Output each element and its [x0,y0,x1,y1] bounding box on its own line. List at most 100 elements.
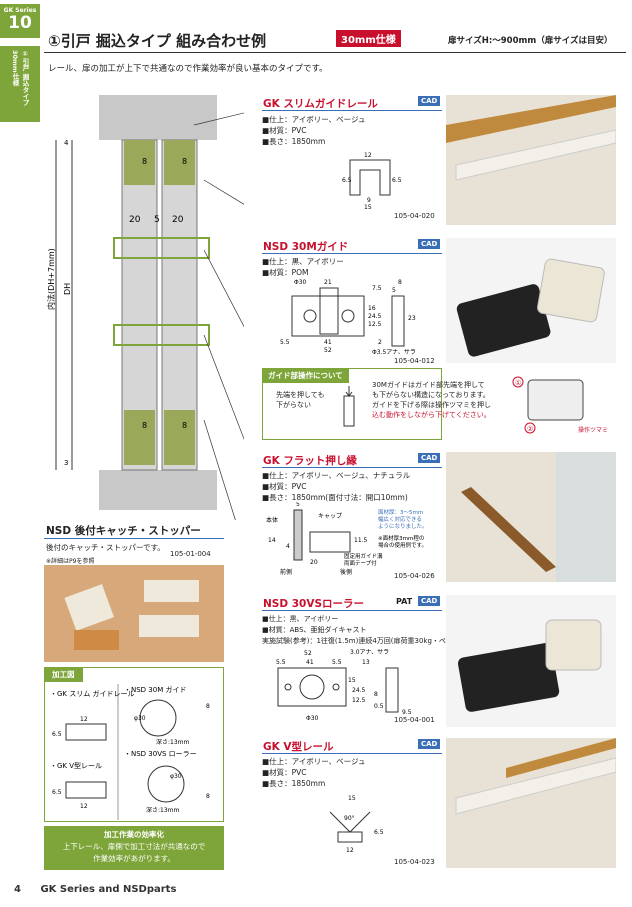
guide-op-right: 30Mガイドはガイド部先端を押して も下がらない構造になっております。 ガイドを… [372,380,491,420]
photo-nsd-catch [44,565,224,662]
svg-text:8: 8 [398,279,402,286]
dim-dh: DH [63,283,72,295]
guide-op-illustration: ① ② 操作ツマミ [512,376,608,434]
svg-text:3.0アナ、サラ: 3.0アナ、サラ [350,649,389,656]
machining-label: 加工図 [44,667,83,682]
svg-text:15: 15 [364,204,372,210]
svg-text:24.5: 24.5 [368,313,382,320]
cad-button-30vs-roller[interactable]: CAD [418,596,441,606]
specs-30vs-roller: ■仕上：黒、アイボリー ■材質：ABS、亜鉛ダイキャスト 実施試験(参考)：1往… [262,614,463,647]
footer-text: GK Series and NSDparts [40,884,177,895]
dim-3: 3 [64,459,68,467]
cad-button-slim-rail[interactable]: CAD [418,96,441,106]
svg-text:深さ:13mm: 深さ:13mm [156,738,190,746]
efficiency-line: 上下レール、扉側で加工寸法が共通なので [62,842,206,851]
door-size: 扉サイズH:～900mm（扉サイズは目安） [448,36,613,46]
svg-text:20: 20 [310,559,318,566]
svg-text:6.5: 6.5 [342,177,352,184]
svg-text:12.5: 12.5 [352,697,366,704]
svg-text:6.5: 6.5 [374,829,384,836]
door-section-diagram: 内法(DH+7mm) DH 20 5 20 8 8 8 8 3 4 [46,95,244,520]
section-title-slim-rail: GK スリムガイドレール [263,98,378,110]
ref-30m-guide: 105-04-012 [394,357,435,365]
flat-edge-drawing: 本体 キャップ 5 14 4 11.5 20 前側 後側 固定用ガイド溝 両面テ… [266,502,428,576]
svg-text:Φ30: Φ30 [306,715,319,722]
svg-text:12: 12 [80,716,88,723]
svg-text:・GK V型レール: ・GK V型レール [50,761,102,770]
top-frame [99,95,217,140]
svg-text:5: 5 [296,502,300,508]
spec-line: ■材質：POM [262,268,309,277]
section-rule [44,538,224,539]
svg-text:ようになりました。: ようになりました。 [378,523,428,530]
spec-line: 実施試験(参考)：1往復(1.5m)連続4万回(扉荷重30kg・ペア使) [262,637,463,645]
svg-text:固定用ガイド溝: 固定用ガイド溝 [344,552,383,560]
svg-text:24.5: 24.5 [352,687,366,694]
guide-op-right-line: 30Mガイドはガイド部先端を押して [372,381,485,389]
dim-8c: 8 [142,421,147,430]
section-rule [262,467,442,468]
nsd-catch-note: ※詳細はP9を参照 [46,558,95,565]
spec-line: ■長さ：1850mm(面付寸法：開口10mm) [262,493,408,502]
svg-text:5.5: 5.5 [332,659,342,666]
svg-text:幅広く対応できる: 幅広く対応できる [378,515,422,523]
ref-nsd-catch: 105-01-004 [170,550,211,558]
section-rule [262,610,442,611]
svg-text:14: 14 [268,537,276,544]
page-number: 4 [14,884,21,895]
svg-text:深さ:13mm: 深さ:13mm [146,806,180,814]
specs-v-rail: ■仕上：アイボリー、ベージュ ■材質：PVC ■長さ：1850mm [262,756,365,789]
section-rule [262,753,442,754]
spec-line: ■仕上：アイボリー、ベージュ [262,757,366,766]
ref-v-rail: 105-04-023 [394,858,435,866]
cad-button-v-rail[interactable]: CAD [418,739,441,749]
dim-8b: 8 [182,157,187,166]
spec-line: ■仕上：アイボリー、ベージュ [262,115,366,124]
nsd-catch-desc: 後付のキャッチ・ストッパーです。 [46,543,165,552]
guide-op-box [262,368,442,440]
dim-20a: 20 [129,215,141,225]
svg-text:②: ② [527,425,533,433]
bottom-roller-left [124,410,155,465]
section-rule [262,110,442,111]
svg-text:後側: 後側 [340,568,352,576]
flat-edge-upper [113,237,210,259]
svg-text:φ30: φ30 [170,773,182,780]
series-number: 10 [8,13,32,33]
svg-text:・NSD 30VS ローラー: ・NSD 30VS ローラー [124,750,197,758]
photo-flat-edge [446,452,616,582]
photo-v-rail [446,738,617,868]
bottom-roller-right [164,410,195,465]
svg-text:前側: 前側 [280,568,292,576]
section-title-30m-guide: NSD 30Mガイド [263,241,349,253]
spec-line: ■材質：PVC [262,768,307,777]
guide-op-left: 先端を押しても 下がらない [276,390,324,410]
intro-text: レール、扉の加工が上下で共通なので作業効率が良い基本のタイプです。 [48,64,328,74]
svg-text:6.5: 6.5 [392,177,402,184]
spec-line: ■仕上：アイボリー、ベージュ、ナチュラル [262,471,411,480]
guide-op-left-line: 先端を押しても [276,391,325,399]
svg-text:9.5: 9.5 [402,709,412,716]
30m-guide-drawing: Φ30 21 7.5 8 5 16 24.5 12.5 23 5.5 41 52… [280,279,416,356]
svg-text:8: 8 [374,691,378,698]
svg-text:※面材厚3mm程の: ※面材厚3mm程の [378,534,424,542]
cad-button-30m-guide[interactable]: CAD [418,239,441,249]
svg-text:15: 15 [348,795,356,802]
guide-op-right-line: も下がらない構造になっております。 [372,391,490,399]
cad-button-flat-edge[interactable]: CAD [418,453,441,463]
spec-line: ■材質：PVC [262,482,307,491]
section-title-30vs-roller: NSD 30VSローラー [263,598,365,610]
bottom-frame [99,470,217,510]
dim-4: 4 [64,139,69,147]
spec-line: ■仕上：黒、アイボリー [262,257,344,266]
svg-text:5: 5 [392,287,396,294]
svg-text:52: 52 [304,650,312,657]
svg-text:6.5: 6.5 [52,789,62,796]
nsd-catch-title: NSD 後付キャッチ・ストッパー [46,525,201,537]
machining-drawings: ・GK スリム ガイドレール ・GK V型レール ・NSD 30M ガイド ・N… [50,684,210,820]
svg-text:16: 16 [368,305,376,312]
dim-inner: 内法(DH+7mm) [46,248,56,310]
side-tab: ①引戸 掘込タイプ 30mm仕様 [0,46,40,122]
top-guide-right [164,140,195,185]
slim-rail-drawing: 12 6.5 6.5 9 15 [342,152,402,210]
